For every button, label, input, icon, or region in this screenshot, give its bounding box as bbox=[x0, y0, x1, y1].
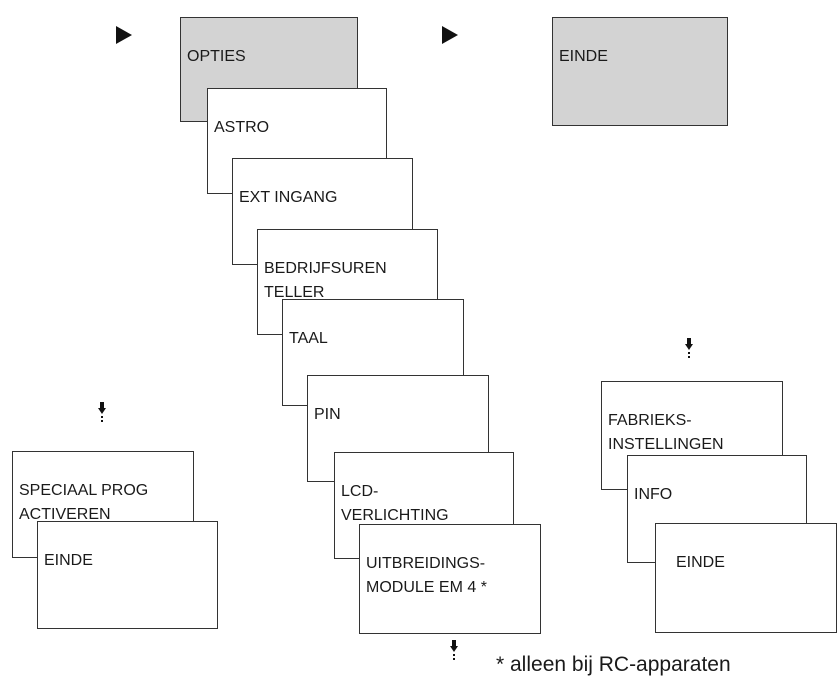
footnote: * alleen bij RC-apparaten bbox=[496, 653, 731, 676]
menu-label: UITBREIDINGS- MODULE EM 4 * bbox=[366, 555, 487, 596]
menu-label: LCD- VERLICHTING bbox=[341, 483, 449, 524]
menu-label: TAAL bbox=[289, 330, 328, 347]
menu-label: PIN bbox=[314, 406, 341, 423]
menu-label: OPTIES bbox=[187, 48, 246, 65]
menu-label: SPECIAAL PROG ACTIVEREN bbox=[19, 482, 149, 523]
down-arrow-dots-icon bbox=[98, 402, 106, 424]
menu-label: FABRIEKS- INSTELLINGEN bbox=[608, 412, 724, 453]
play-arrow-icon bbox=[442, 26, 458, 44]
menu-label: ASTRO bbox=[214, 119, 270, 136]
menu-label: EXT INGANG bbox=[239, 189, 338, 206]
menu-label: EINDE bbox=[559, 48, 608, 65]
menu-label: BEDRIJFSUREN TELLER bbox=[264, 260, 387, 301]
menu-label: INFO bbox=[634, 486, 673, 503]
play-arrow-icon bbox=[116, 26, 132, 44]
menu-box-uitbreidingsmodule: UITBREIDINGS- MODULE EM 4 * bbox=[359, 524, 541, 634]
menu-label: EINDE bbox=[44, 552, 93, 569]
down-arrow-dots-icon bbox=[450, 640, 458, 662]
down-arrow-dots-icon bbox=[685, 338, 693, 360]
menu-box-einde-left: EINDE bbox=[37, 521, 218, 629]
menu-label: EINDE bbox=[676, 554, 725, 571]
menu-box-einde-right: EINDE bbox=[655, 523, 837, 633]
menu-box-einde-top: EINDE bbox=[552, 17, 728, 126]
